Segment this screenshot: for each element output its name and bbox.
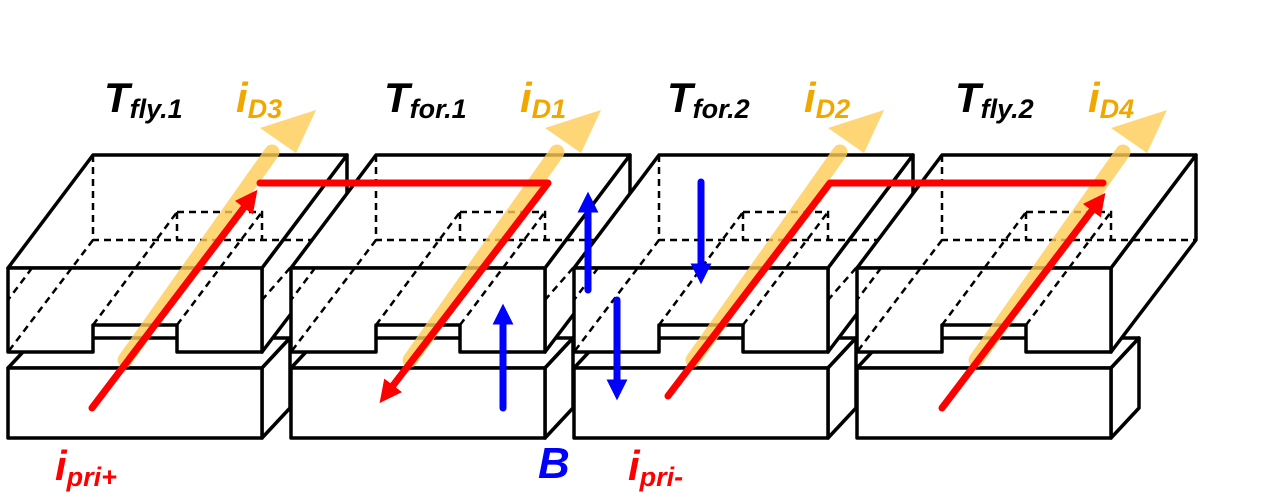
diode-current-arrow-d1 <box>402 110 601 368</box>
core-tfly2 <box>855 153 1198 440</box>
primary-current-segment-1 <box>88 189 258 412</box>
diode-label-d1: iD1 <box>520 74 566 124</box>
core-label-tfor1: Tfor.1 <box>384 74 467 124</box>
diode-label-d3: iD3 <box>236 74 282 124</box>
primary-current-segment-4 <box>938 192 1106 412</box>
bottom-core-front-face <box>289 366 547 440</box>
flux-label: B <box>538 439 570 488</box>
bottom-core-front-face <box>6 366 264 440</box>
core-label-tfly1: Tfly.1 <box>104 74 183 124</box>
bottom-core-front-face <box>855 366 1113 440</box>
diode-label-d2: iD2 <box>804 74 850 124</box>
core-label-tfly2: Tfly.2 <box>955 74 1034 124</box>
core-label-tfor2: Tfor.2 <box>667 74 750 124</box>
primary-current-path <box>88 179 1107 412</box>
primary-current-segment-3 <box>664 179 1107 400</box>
primary-current-segment-2 <box>256 179 552 404</box>
flux-arrows <box>492 178 712 412</box>
bottom-core-front-face <box>572 366 830 440</box>
hidden-edges <box>573 155 913 353</box>
primary-current-minus-label: ipri- <box>628 442 683 492</box>
diode-label-d4: iD4 <box>1088 74 1134 124</box>
hidden-edges <box>856 155 1196 353</box>
hidden-edges <box>290 155 630 353</box>
primary-current-plus-label: ipri+ <box>55 442 117 492</box>
diode-current-arrow-d3 <box>117 110 316 368</box>
hidden-edges <box>7 155 347 353</box>
